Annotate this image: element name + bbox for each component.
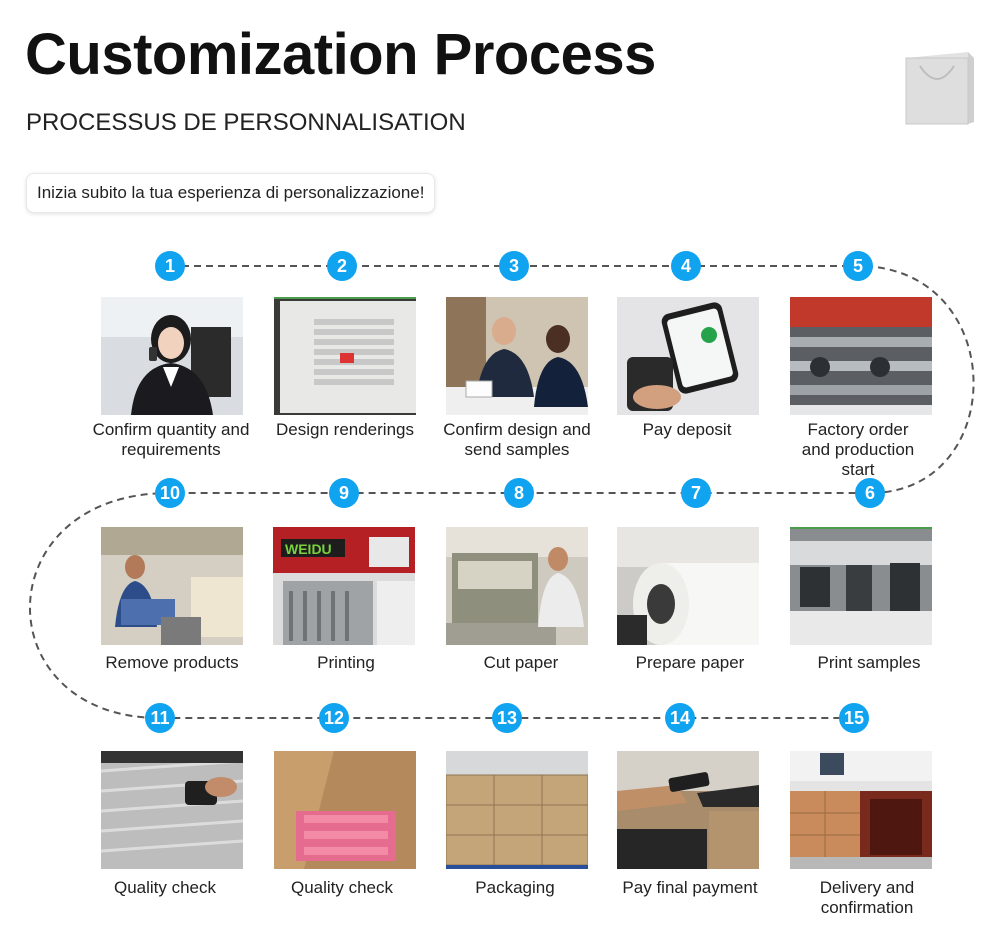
step-badge-11: 11 [145,703,175,733]
photo-prepare-paper [617,527,759,645]
step-label-6: Print samples [784,653,954,673]
photo-remove-products [101,527,243,645]
photo-print-samples [790,527,932,645]
step-badge-15: 15 [839,703,869,733]
step-badge-2: 2 [327,251,357,281]
photo-printing-machine: WEIDU [273,527,415,645]
step-label-11: Quality check [80,878,250,898]
step-label-7: Prepare paper [605,653,775,673]
photo-packaging-boxes [446,751,588,869]
photo-customer-service [101,297,243,415]
step-badge-5: 5 [843,251,873,281]
shopping-bag-icon [902,48,976,126]
step-label-4: Pay deposit [602,420,772,440]
step-label-14: Pay final payment [605,878,775,898]
step-label-13: Packaging [430,878,600,898]
page-subtitle: PROCESSUS DE PERSONNALISATION [26,111,466,135]
step-label-2: Design renderings [260,420,430,440]
step-label-1: Confirm quantity and requirements [86,420,256,460]
step-label-12: Quality check [257,878,427,898]
step-badge-13: 13 [492,703,522,733]
step-badge-10: 10 [155,478,185,508]
photo-design-renderings [274,297,416,415]
step-label-10: Remove products [87,653,257,673]
intro-callout: Inizia subito la tua esperienza di perso… [26,173,435,213]
photo-delivery-container [790,751,932,869]
step-badge-8: 8 [504,478,534,508]
step-badge-7: 7 [681,478,711,508]
step-label-3: Confirm design and send samples [432,420,602,460]
step-badge-9: 9 [329,478,359,508]
step-badge-12: 12 [319,703,349,733]
photo-cut-paper [446,527,588,645]
step-badge-3: 3 [499,251,529,281]
step-label-8: Cut paper [436,653,606,673]
photo-quality-check-sheets [101,751,243,869]
photo-final-payment [617,751,759,869]
photo-business-meeting [446,297,588,415]
svg-text:WEIDU: WEIDU [285,541,332,557]
step-badge-1: 1 [155,251,185,281]
step-badge-6: 6 [855,478,885,508]
step-label-9: Printing [261,653,431,673]
step-badge-14: 14 [665,703,695,733]
step-label-15: Delivery and confirmation [807,878,927,918]
photo-quality-check-box [274,751,416,869]
page-title: Customization Process [25,26,656,84]
photo-factory-machinery [790,297,932,415]
photo-pay-deposit [617,297,759,415]
step-label-5: Factory order and production start [793,420,923,480]
step-badge-4: 4 [671,251,701,281]
